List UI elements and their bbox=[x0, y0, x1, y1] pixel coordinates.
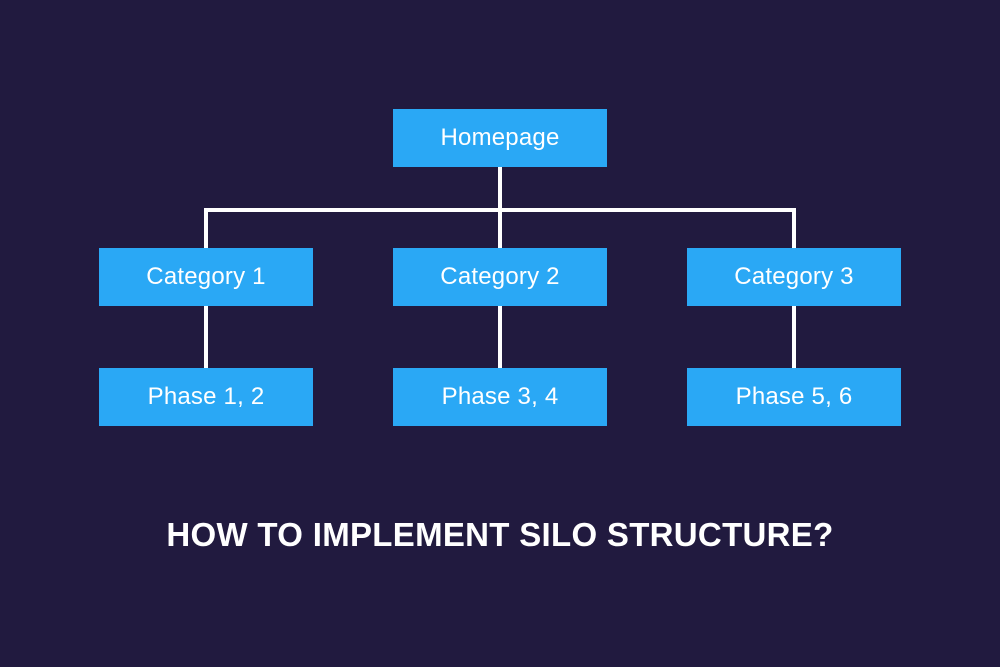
connector-to-category-3 bbox=[792, 208, 796, 250]
phase-3-4-node: Phase 3, 4 bbox=[393, 368, 607, 426]
connector-to-category-1 bbox=[204, 208, 208, 250]
phase-1-2-node: Phase 1, 2 bbox=[99, 368, 313, 426]
connector-category-2-to-phase bbox=[498, 304, 502, 370]
connector-category-3-to-phase bbox=[792, 304, 796, 370]
page-title: HOW TO IMPLEMENT SILO STRUCTURE? bbox=[166, 516, 834, 553]
category-1-node: Category 1 bbox=[99, 248, 313, 306]
connector-root-down bbox=[498, 166, 502, 210]
homepage-node: Homepage bbox=[393, 109, 607, 167]
connector-category-1-to-phase bbox=[204, 304, 208, 370]
connector-to-category-2 bbox=[498, 208, 502, 250]
category-2-node: Category 2 bbox=[393, 248, 607, 306]
category-3-node: Category 3 bbox=[687, 248, 901, 306]
phase-5-6-node: Phase 5, 6 bbox=[687, 368, 901, 426]
